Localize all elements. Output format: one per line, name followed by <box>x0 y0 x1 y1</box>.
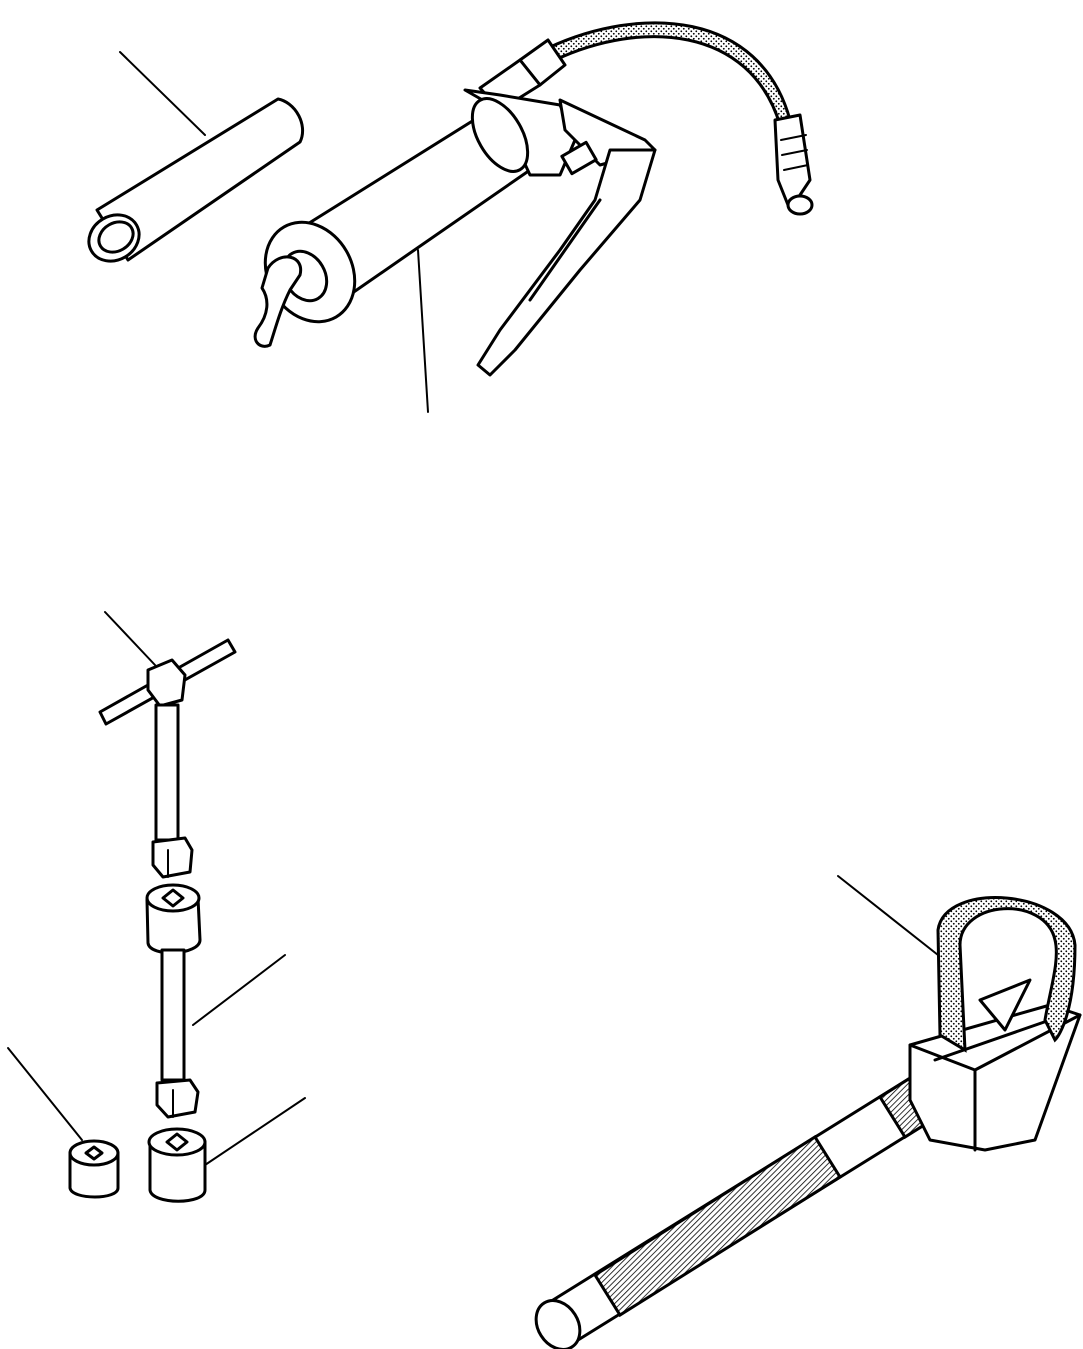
pipe-tool <box>87 51 305 263</box>
puller-strap-loop <box>936 896 1077 1053</box>
wrench-shaft <box>154 703 180 842</box>
large-socket-body <box>148 1140 207 1203</box>
puller-rod-end <box>534 1299 582 1349</box>
wrench-leader-line <box>104 611 156 666</box>
plunger-rod <box>560 140 598 176</box>
extension-leader-line <box>192 954 286 1026</box>
large-socket-tool <box>147 1097 306 1203</box>
puller-thread-section <box>592 1134 843 1318</box>
large-socket-rim <box>147 1127 207 1157</box>
pipe-body <box>95 97 305 262</box>
coupler-tip <box>786 194 814 216</box>
puller-leader-line <box>837 875 939 956</box>
lever-slot <box>528 198 602 302</box>
small-socket-leader-line <box>7 1047 83 1141</box>
grease-gun-lever <box>476 148 657 377</box>
plunger-t-knob <box>253 255 303 348</box>
puller-wedge <box>978 978 1032 1032</box>
grease-gun-leader-line <box>417 249 429 413</box>
grease-gun-tool <box>253 21 814 413</box>
small-socket-tool <box>7 1047 120 1199</box>
extension-square-drive <box>155 1078 200 1119</box>
pipe-leader-line <box>119 51 206 136</box>
wrench-hub <box>146 658 187 708</box>
grease-gun-hose <box>545 21 792 128</box>
extension-bar-tool <box>145 883 286 1119</box>
small-socket-rim <box>68 1139 120 1167</box>
sling-puller-tool <box>534 875 1082 1349</box>
large-socket-leader-line <box>204 1097 306 1166</box>
pipe-bore <box>97 220 135 254</box>
wrench-square-drive <box>151 836 194 879</box>
t-handle-wrench-tool <box>98 611 237 879</box>
extension-socket-rim <box>145 883 201 913</box>
head-collar <box>470 97 530 173</box>
extension-shaft <box>160 948 186 1082</box>
